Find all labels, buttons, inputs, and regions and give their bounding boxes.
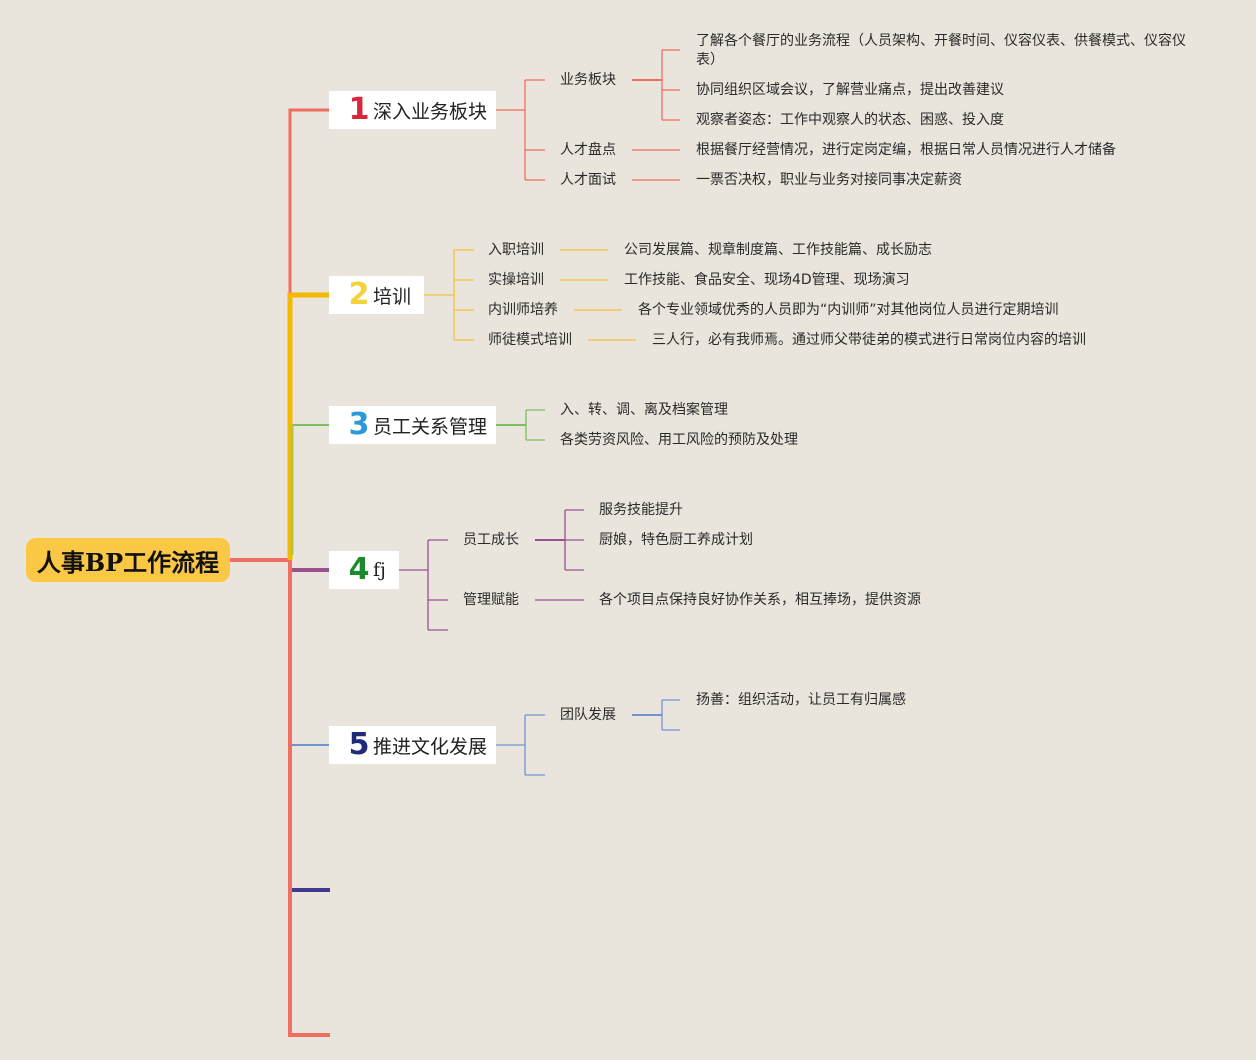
branch-number-5: 5 bbox=[348, 727, 370, 762]
leaf-node-1-3-1[interactable]: 一票否决权，职业与业务对接同事决定薪资 bbox=[696, 172, 962, 188]
leaf-node-5-1-1[interactable]: 扬善：组织活动，让员工有归属感 bbox=[696, 692, 906, 708]
leaf-node-4-1-1[interactable]: 服务技能提升 bbox=[599, 502, 683, 518]
branch-4-lines bbox=[399, 509, 584, 631]
branch-node-4[interactable]: 4 fj bbox=[329, 551, 399, 589]
branch-label-5: 推进文化发展 bbox=[373, 735, 488, 758]
sub-node-2-4[interactable]: 师徒模式培训 bbox=[488, 332, 572, 348]
root-node[interactable]: 人事BP工作流程 bbox=[26, 538, 230, 582]
branch-node-3[interactable]: 3 员工关系管理 bbox=[329, 406, 496, 444]
branch-3-lines bbox=[496, 409, 545, 441]
branch-5-lines bbox=[496, 699, 680, 776]
branch-node-2[interactable]: 2 培训 bbox=[329, 276, 424, 314]
sub-node-1-3[interactable]: 人才面试 bbox=[560, 172, 616, 188]
leaf-node-4-1-2[interactable]: 厨娘，特色厨工养成计划 bbox=[599, 532, 753, 548]
branch-1-lines bbox=[496, 49, 680, 181]
sub-node-1-2[interactable]: 人才盘点 bbox=[560, 142, 616, 158]
trunk-line-2 bbox=[287, 292, 330, 560]
leaf-node-4-2-1[interactable]: 各个项目点保持良好协作关系，相互捧场，提供资源 bbox=[599, 592, 921, 608]
sub-node-4-2[interactable]: 管理赋能 bbox=[463, 592, 519, 608]
sub-node-2-2[interactable]: 实操培训 bbox=[488, 272, 544, 288]
branch-number-2: 2 bbox=[348, 277, 370, 312]
branch-label-1: 深入业务板块 bbox=[373, 100, 488, 123]
sub-node-2-3[interactable]: 内训师培养 bbox=[488, 302, 558, 318]
leaf-node-1-2-1[interactable]: 根据餐厅经营情况，进行定岗定编，根据日常人员情况进行人才储备 bbox=[696, 142, 1116, 158]
leaf-node-1-1-3[interactable]: 观察者姿态：工作中观察人的状态、困惑、投入度 bbox=[696, 112, 1004, 128]
branch-label-4: fj bbox=[373, 559, 386, 581]
branch-2-lines bbox=[424, 249, 636, 341]
sub-node-5-1[interactable]: 团队发展 bbox=[560, 707, 616, 723]
sub-node-2-1[interactable]: 入职培训 bbox=[488, 242, 544, 258]
leaf-node-2-2-1[interactable]: 工作技能、食品安全、现场4D管理、现场演习 bbox=[624, 272, 910, 288]
leaf-node-2-1-1[interactable]: 公司发展篇、规章制度篇、工作技能篇、成长励志 bbox=[624, 242, 932, 258]
trunk-line-6 bbox=[288, 560, 330, 892]
branch-number-1: 1 bbox=[348, 92, 370, 127]
trunk-line-7 bbox=[288, 560, 330, 1037]
sub-node-1-1[interactable]: 业务板块 bbox=[560, 72, 616, 88]
trunk-line-1 bbox=[288, 108, 330, 560]
sub-node-4-1[interactable]: 员工成长 bbox=[463, 532, 519, 548]
branch-label-3: 员工关系管理 bbox=[373, 415, 488, 438]
branch-number-3: 3 bbox=[348, 407, 370, 442]
branch-number-4: 4 bbox=[348, 552, 370, 587]
branch-node-1[interactable]: 1 深入业务板块 bbox=[329, 91, 496, 129]
branch-node-5[interactable]: 5 推进文化发展 bbox=[329, 726, 496, 764]
sub-node-3-1[interactable]: 入、转、调、离及档案管理 bbox=[560, 402, 728, 418]
sub-node-3-2[interactable]: 各类劳资风险、用工风险的预防及处理 bbox=[560, 432, 798, 448]
leaf-node-1-1-1[interactable]: 了解各个餐厅的业务流程（人员架构、开餐时间、仪容仪表、供餐模式、仪容仪表） bbox=[696, 33, 1186, 68]
leaf-node-1-1-2[interactable]: 协同组织区域会议，了解营业痛点，提出改善建议 bbox=[696, 82, 1004, 98]
leaf-node-2-4-1[interactable]: 三人行，必有我师焉。通过师父带徒弟的模式进行日常岗位内容的培训 bbox=[652, 332, 1086, 348]
leaf-node-2-3-1[interactable]: 各个专业领域优秀的人员即为“内训师”对其他岗位人员进行定期培训 bbox=[638, 302, 1059, 318]
branch-label-2: 培训 bbox=[373, 285, 412, 308]
